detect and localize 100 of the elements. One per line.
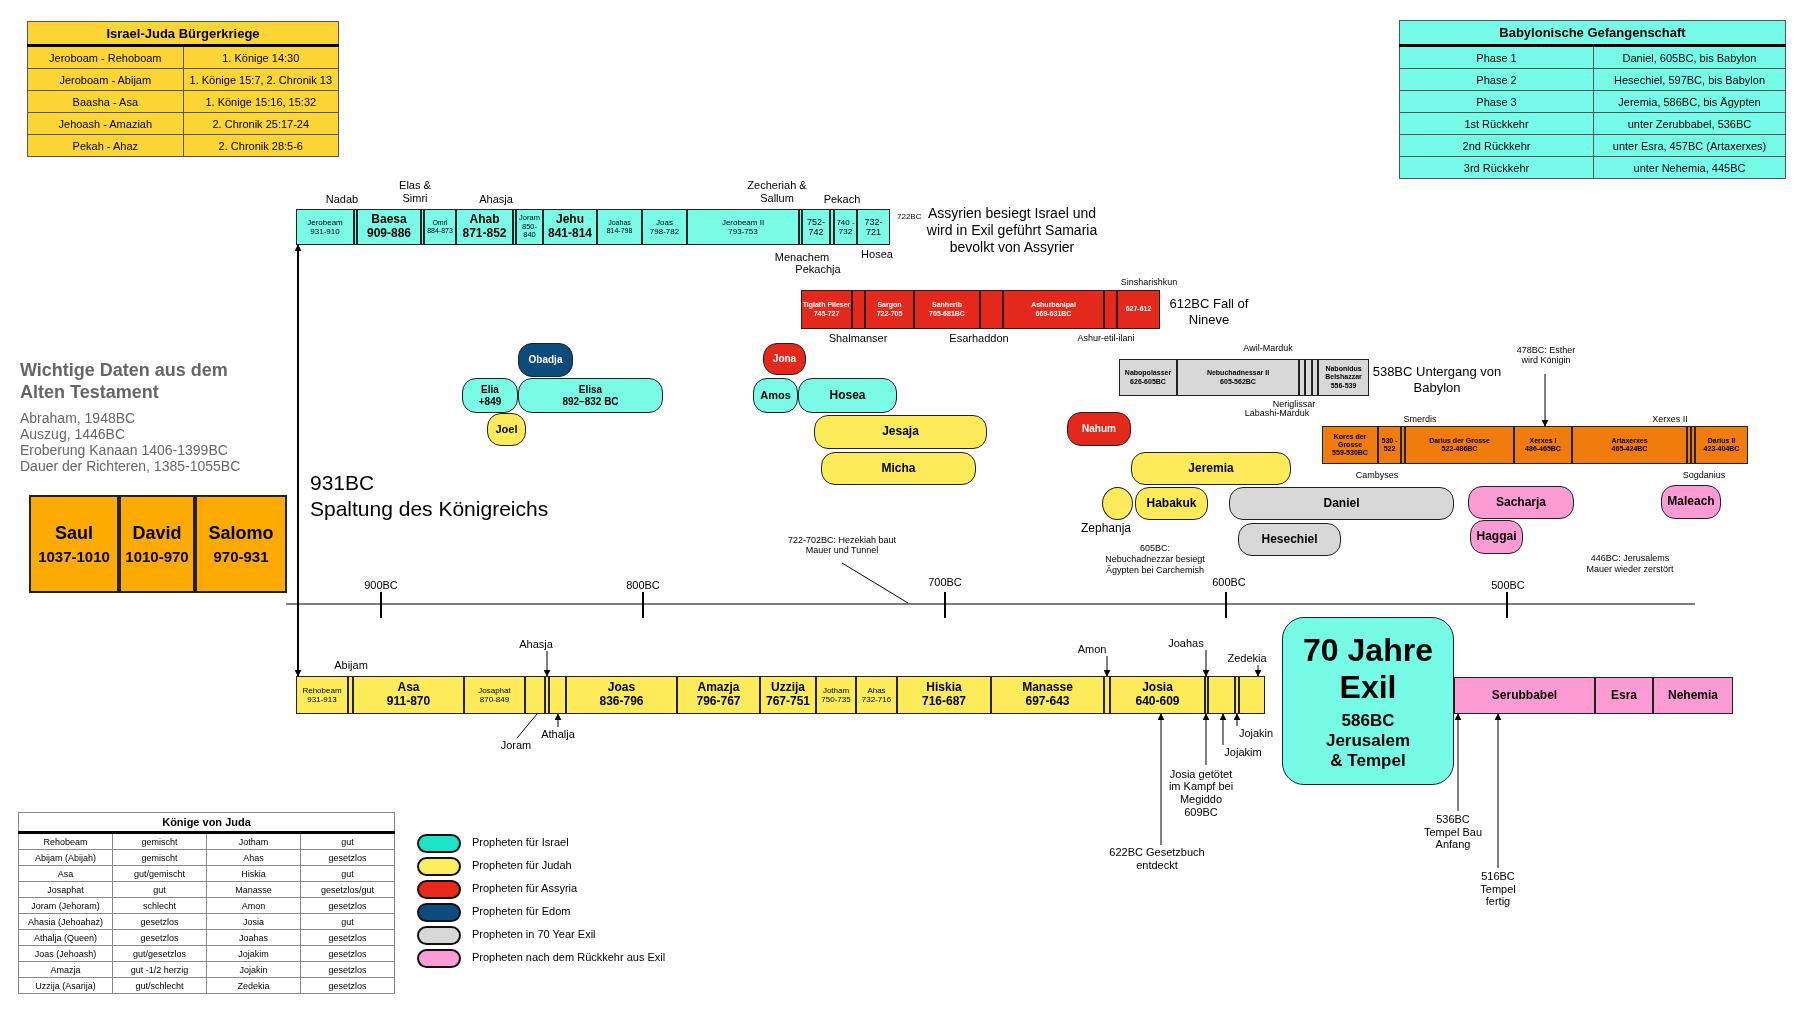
annotation-text: 536BC Tempel Bau Anfang — [1420, 811, 1486, 853]
split-arrow — [294, 244, 302, 677]
reign-segment — [1572, 426, 1687, 464]
leader-arrow — [1202, 713, 1210, 766]
date-line: Eroberung Kanaan 1406-1399BC — [20, 442, 229, 459]
leader-arrow — [1202, 649, 1210, 677]
prophet-name: Jesaja — [882, 425, 919, 439]
leader-arrow — [1254, 664, 1262, 677]
tick-label: 600BC — [1211, 576, 1247, 590]
king-box — [119, 495, 195, 593]
prophet-pill — [518, 343, 573, 377]
ruler-name: Hiskia — [926, 681, 962, 695]
table-cell: gut/schlecht — [112, 977, 207, 994]
table-cell: Josia — [206, 913, 301, 930]
prophet-pill — [1131, 452, 1291, 485]
ruler-name-label: Hosea — [861, 248, 893, 261]
reign-segment — [597, 209, 642, 245]
ruler-name-label: Menachem — [774, 251, 830, 264]
prophet-pill — [1661, 485, 1721, 519]
table-cell: gut/gesetzlos — [112, 945, 207, 962]
table-cell: Asa — [18, 865, 113, 882]
legend-text: Propheten für Israel — [472, 836, 569, 850]
table-cell: gemischt — [112, 832, 207, 850]
reign-segment — [543, 209, 597, 245]
ruler-name-label: Xerxes II — [1652, 414, 1688, 425]
leader-arrow — [1494, 713, 1502, 869]
date-line: Auszug, 1446BC — [20, 426, 127, 443]
ruler-name: Josaphat — [478, 685, 511, 695]
reign-dates: 716-687 — [921, 695, 966, 709]
ruler-name: Jotham — [822, 685, 850, 695]
reign-segment — [1119, 359, 1177, 396]
tick-label: 900BC — [363, 579, 399, 593]
reign-segment — [1695, 426, 1748, 464]
prophet-name: Maleach — [1667, 495, 1715, 509]
table-cell: 2nd Rückkehr — [1399, 134, 1594, 157]
table-cell: gut — [112, 881, 207, 898]
leader-arrow — [543, 650, 551, 677]
leader-arrow — [1454, 713, 1462, 812]
ruler-name-label: Elas & Simri — [398, 179, 432, 205]
table-cell: 1. Könige 15:7, 2. Chronik 13 — [183, 68, 339, 91]
tick-label: 500BC — [1490, 579, 1526, 593]
year-label: 722BC — [897, 212, 923, 222]
reign-segment — [1208, 676, 1235, 714]
king-box — [195, 495, 287, 593]
ruler-name: Jerobeam II — [721, 217, 765, 227]
table-title: Babylonische Gefangenschaft — [1399, 20, 1786, 46]
reign-segment — [642, 209, 687, 245]
ruler-name-label: Zephanja — [1081, 522, 1131, 536]
annotation-text: Joram — [496, 738, 536, 752]
ruler-name-label: Sinsharishkun — [1120, 277, 1178, 288]
reign-dates: Nehemia — [1668, 688, 1718, 703]
ruler-name-label: Zecheriah & Sallum — [746, 179, 808, 205]
annotation-text: 516BC Tempel fertig — [1474, 868, 1522, 910]
table-cell: Joram (Jehoram) — [18, 897, 113, 914]
ruler-name: Ahab — [469, 213, 500, 227]
king-box — [29, 495, 119, 593]
annotation-text: Ahasja — [517, 637, 555, 651]
table-cell: 3rd Rückkehr — [1399, 156, 1594, 179]
ruler-name-label: Nadab — [325, 193, 359, 206]
exile-heading: 70 Jahre Exil — [1302, 631, 1434, 706]
reign-segment — [801, 290, 852, 329]
table-cell: 1st Rückkehr — [1399, 112, 1594, 135]
table-cell: Pekah - Ahaz — [27, 134, 184, 157]
table-cell: 2. Chronik 25:17-24 — [183, 112, 339, 135]
prophet-pill — [1135, 487, 1208, 520]
ruler-name: Uzzija — [771, 681, 805, 695]
ruler-name-label: Pekachja — [795, 263, 841, 276]
ruler-name-label: Sogdanius — [1682, 470, 1726, 481]
reign-segment — [816, 676, 856, 714]
table-cell: gut — [300, 832, 395, 850]
table-cell: Rehobeam — [18, 832, 113, 850]
page-title: Wichtige Daten aus dem Alten Testament — [20, 360, 229, 404]
reign-segment — [1405, 426, 1514, 464]
table-cell: gesetzlos — [300, 897, 395, 914]
prophet-name: 892–832 BC — [562, 395, 619, 407]
table-cell: gut — [300, 865, 395, 882]
reign-segment — [566, 676, 677, 714]
annotation-text: 446BC: Jerusalems Mauer wieder zerstört — [1585, 553, 1675, 575]
reign-dates: 911-870 — [386, 695, 431, 709]
prophet-name: Haggai — [1476, 530, 1517, 544]
table-cell: Hiskia — [206, 865, 301, 882]
table-cell: Daniel, 605BC, bis Babylon — [1593, 45, 1786, 69]
table-cell: gesetzlos — [112, 929, 207, 946]
reign-segment — [897, 676, 991, 714]
reign-segment — [1239, 676, 1265, 714]
reign-segment — [1003, 290, 1104, 329]
legend-text: Propheten für Judah — [472, 859, 572, 873]
table-title: Israel-Juda Bürgerkriege — [27, 21, 339, 46]
prophet-pill — [1470, 520, 1523, 554]
table-cell: Zedekia — [206, 977, 301, 994]
ruler-name: Asa — [397, 681, 420, 695]
ruler-name-label: Neriglissar — [1272, 399, 1316, 410]
reign-dates: 697-643 — [1025, 695, 1070, 709]
reign-dates: 970-931 — [213, 547, 269, 565]
table-cell: schlecht — [112, 897, 207, 914]
reign-segment — [516, 209, 543, 245]
date-line: Abraham, 1948BC — [20, 410, 137, 427]
table-cell: Baasha - Asa — [27, 90, 184, 113]
prophet-pill — [1229, 487, 1454, 520]
table-cell: Ahasia (Jehoahaz) — [18, 913, 113, 930]
